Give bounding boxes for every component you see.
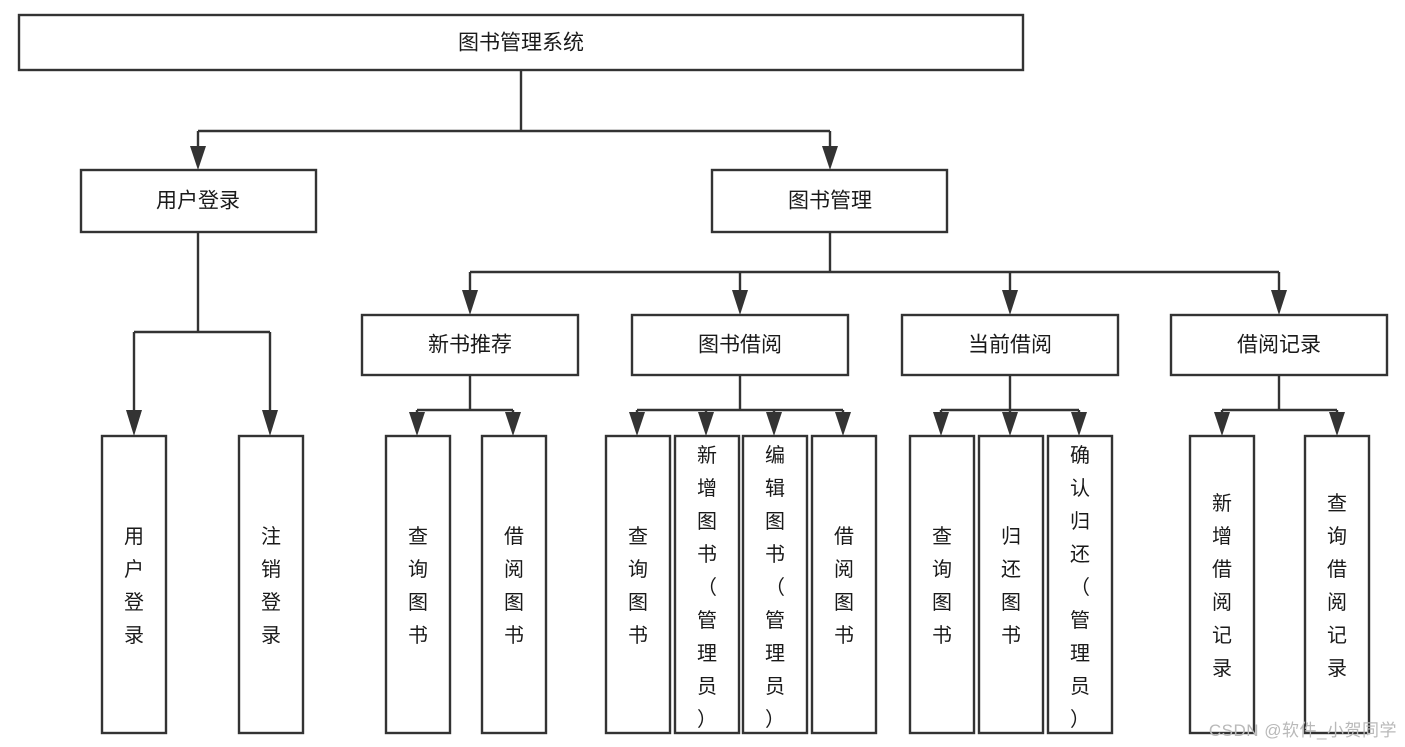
node-leaf-query-book-2[interactable]: 查询图书 xyxy=(604,434,672,735)
node-current-borrow[interactable]: 当前借阅 xyxy=(900,313,1120,377)
node-leaf-logout-label: 注销登录 xyxy=(261,525,281,647)
arrow-head-leaf-borrow-book-1 xyxy=(505,412,521,436)
node-book-manage-label: 图书管理 xyxy=(788,190,872,213)
arrow-head-book-borrow xyxy=(732,290,748,315)
node-leaf-confirm-return-box[interactable] xyxy=(1046,434,1114,735)
node-leaf-query-book-3[interactable]: 查询图书 xyxy=(908,434,976,735)
arrow-head-new-book-rec xyxy=(462,290,478,315)
node-leaf-borrow-book-2[interactable]: 借阅图书 xyxy=(810,434,878,735)
arrow-head-leaf-query-book-2 xyxy=(629,412,645,436)
arrow-head-leaf-logout xyxy=(262,410,278,436)
node-leaf-edit-book[interactable]: 编辑图书（管理员） xyxy=(741,434,809,735)
node-leaf-query-book-2-label: 查询图书 xyxy=(628,525,648,647)
node-root-label: 图书管理系统 xyxy=(458,32,584,55)
node-leaf-add-book-label: 新增图书（管理员） xyxy=(697,444,717,731)
node-book-borrow[interactable]: 图书借阅 xyxy=(630,313,850,377)
arrow-head-borrow-record xyxy=(1271,290,1287,315)
arrow-head-leaf-confirm-return xyxy=(1071,412,1087,436)
arrow-head-leaf-query-book-3 xyxy=(933,412,949,436)
node-borrow-record-label: 借阅记录 xyxy=(1237,334,1321,357)
node-leaf-return-book[interactable]: 归还图书 xyxy=(977,434,1045,735)
node-leaf-return-book-label: 归还图书 xyxy=(1001,525,1021,647)
node-leaf-borrow-book-1-label: 借阅图书 xyxy=(504,525,524,647)
arrow-head-leaf-user-login xyxy=(126,410,142,436)
node-leaf-query-book-3-box[interactable] xyxy=(908,434,976,735)
node-leaf-query-record-label: 查询借阅记录 xyxy=(1327,492,1347,680)
csdn-watermark: CSDN @软件_小贺同学 xyxy=(1208,721,1397,740)
node-leaf-add-record[interactable]: 新增借阅记录 xyxy=(1188,434,1256,735)
arrow-head-leaf-borrow-book-2 xyxy=(835,412,851,436)
node-borrow-record[interactable]: 借阅记录 xyxy=(1169,313,1389,377)
node-new-book-rec-label: 新书推荐 xyxy=(428,334,512,357)
node-leaf-confirm-return[interactable]: 确认归还（管理员） xyxy=(1046,434,1114,735)
node-leaf-add-record-label: 新增借阅记录 xyxy=(1212,492,1232,680)
node-leaf-borrow-book-1-box[interactable] xyxy=(480,434,548,735)
node-leaf-logout[interactable]: 注销登录 xyxy=(237,434,305,735)
arrow-head-leaf-add-book xyxy=(698,412,714,436)
node-user-login-box[interactable] xyxy=(79,168,318,234)
arrow-head-leaf-add-record xyxy=(1214,412,1230,436)
node-root[interactable]: 图书管理系统 xyxy=(17,13,1025,72)
node-book-borrow-label: 图书借阅 xyxy=(698,334,782,357)
leaf-nodes-layer: 用户登录 注销登录 查询图书 借阅图书 查询图书 新增图书（管理员） 编辑图书（… xyxy=(100,434,1371,735)
arrow-head-current-borrow xyxy=(1002,290,1018,315)
node-leaf-logout-box[interactable] xyxy=(237,434,305,735)
node-book-borrow-box[interactable] xyxy=(630,313,850,377)
node-leaf-user-login-box[interactable] xyxy=(100,434,168,735)
connector-layer xyxy=(126,70,1345,436)
node-leaf-query-record-box[interactable] xyxy=(1303,434,1371,735)
node-leaf-borrow-book-1[interactable]: 借阅图书 xyxy=(480,434,548,735)
node-leaf-user-login[interactable]: 用户登录 xyxy=(100,434,168,735)
node-book-manage[interactable]: 图书管理 xyxy=(710,168,949,234)
arrow-head-book-manage xyxy=(822,146,838,170)
node-leaf-query-book-2-box[interactable] xyxy=(604,434,672,735)
node-leaf-add-book-box[interactable] xyxy=(673,434,741,735)
node-leaf-edit-book-box[interactable] xyxy=(741,434,809,735)
node-leaf-query-record[interactable]: 查询借阅记录 xyxy=(1303,434,1371,735)
node-leaf-confirm-return-label: 确认归还（管理员） xyxy=(1070,444,1090,731)
arrow-head-leaf-query-book-1 xyxy=(409,412,425,436)
node-leaf-add-record-box[interactable] xyxy=(1188,434,1256,735)
node-user-login-label: 用户登录 xyxy=(156,190,240,213)
node-new-book-rec-box[interactable] xyxy=(360,313,580,377)
node-leaf-add-book[interactable]: 新增图书（管理员） xyxy=(673,434,741,735)
node-leaf-query-book-1-label: 查询图书 xyxy=(408,525,428,647)
node-leaf-query-book-1-box[interactable] xyxy=(384,434,452,735)
node-leaf-user-login-label: 用户登录 xyxy=(124,526,144,647)
node-leaf-edit-book-label: 编辑图书（管理员） xyxy=(765,444,785,731)
node-leaf-query-book-1[interactable]: 查询图书 xyxy=(384,434,452,735)
node-borrow-record-box[interactable] xyxy=(1169,313,1389,377)
node-user-login[interactable]: 用户登录 xyxy=(79,168,318,234)
arrow-head-leaf-query-record xyxy=(1329,412,1345,436)
node-leaf-borrow-book-2-label: 借阅图书 xyxy=(834,525,854,647)
node-current-borrow-box[interactable] xyxy=(900,313,1120,377)
arrow-head-leaf-return-book xyxy=(1002,412,1018,436)
arrow-head-user-login xyxy=(190,146,206,170)
node-leaf-borrow-book-2-box[interactable] xyxy=(810,434,878,735)
node-new-book-rec[interactable]: 新书推荐 xyxy=(360,313,580,377)
arrow-head-leaf-edit-book xyxy=(766,412,782,436)
node-leaf-return-book-box[interactable] xyxy=(977,434,1045,735)
node-leaf-query-book-3-label: 查询图书 xyxy=(932,525,952,647)
node-current-borrow-label: 当前借阅 xyxy=(968,334,1052,357)
node-book-manage-box[interactable] xyxy=(710,168,949,234)
node-root-box[interactable] xyxy=(17,13,1025,72)
